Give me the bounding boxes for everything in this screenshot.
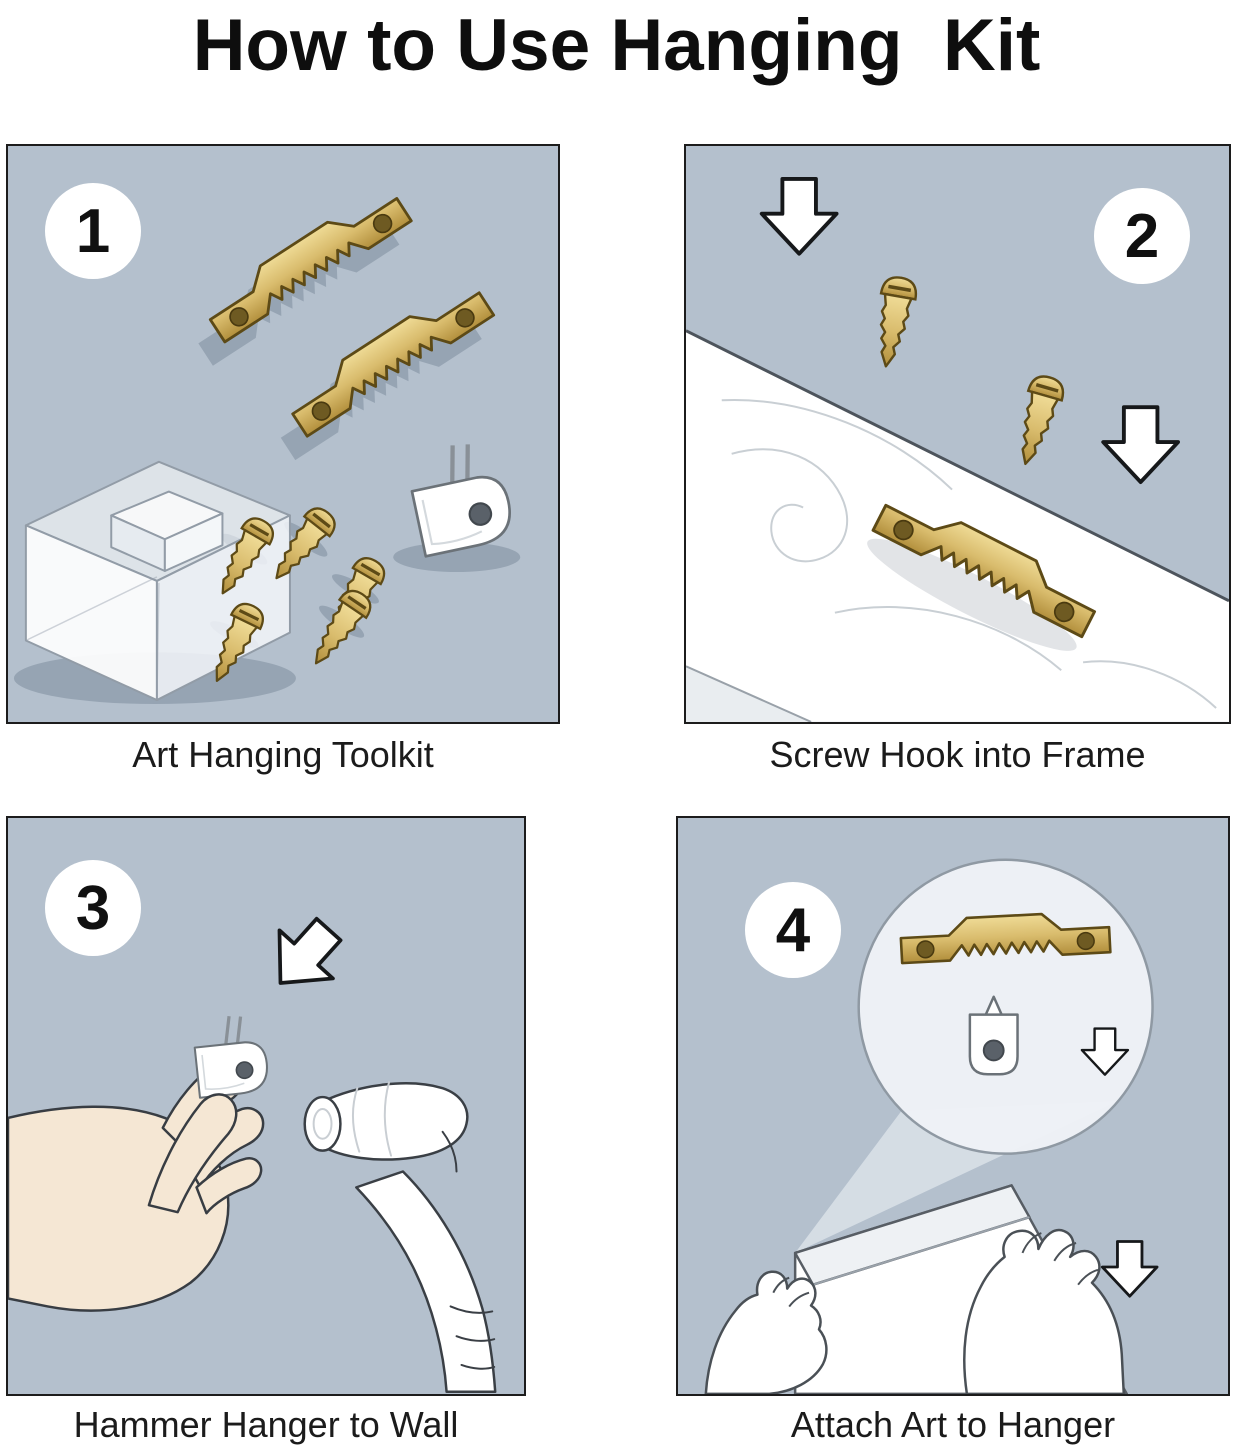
panel-step-3: 3 (6, 816, 526, 1396)
step-1-caption: Art Hanging Toolkit (132, 734, 434, 775)
step-2-caption: Screw Hook into Frame (769, 734, 1146, 775)
thumb (147, 1093, 238, 1214)
panel-step-2: 2 (684, 144, 1231, 724)
wall-hook-zoom (968, 995, 1019, 1076)
panel-step-1: 1 (6, 144, 560, 724)
step-4-number: 4 (775, 895, 811, 965)
step-1-number: 1 (75, 196, 111, 266)
hammer-face (303, 1095, 342, 1152)
step-3-number: 3 (75, 873, 111, 943)
hanger-shadow (867, 538, 1077, 651)
step-4-illustration (678, 818, 1228, 1394)
ring-finger (195, 1157, 263, 1215)
storage-box (24, 460, 291, 702)
step-1-illustration (8, 146, 558, 722)
step-3-illustration (8, 818, 524, 1394)
step-2-number: 2 (1124, 201, 1160, 271)
zoom-circle (857, 858, 1154, 1155)
panel-step-4: 4 (676, 816, 1230, 1396)
step-3-badge: 3 (45, 860, 141, 956)
right-hand (963, 1228, 1125, 1394)
page-title: How to Use Hanging Kit (192, 5, 1041, 86)
step-1-badge: 1 (45, 183, 141, 279)
step-4-caption: Attach Art to Hanger (790, 1404, 1116, 1445)
hammer (303, 1081, 497, 1394)
step-2-badge: 2 (1094, 188, 1190, 284)
step-3-caption: Hammer Hanger to Wall (73, 1404, 459, 1445)
step-2-illustration (686, 146, 1229, 722)
wood-grain (721, 398, 1217, 709)
step-4-badge: 4 (745, 882, 841, 978)
left-hand (704, 1270, 828, 1394)
hammer-head (320, 1082, 469, 1161)
